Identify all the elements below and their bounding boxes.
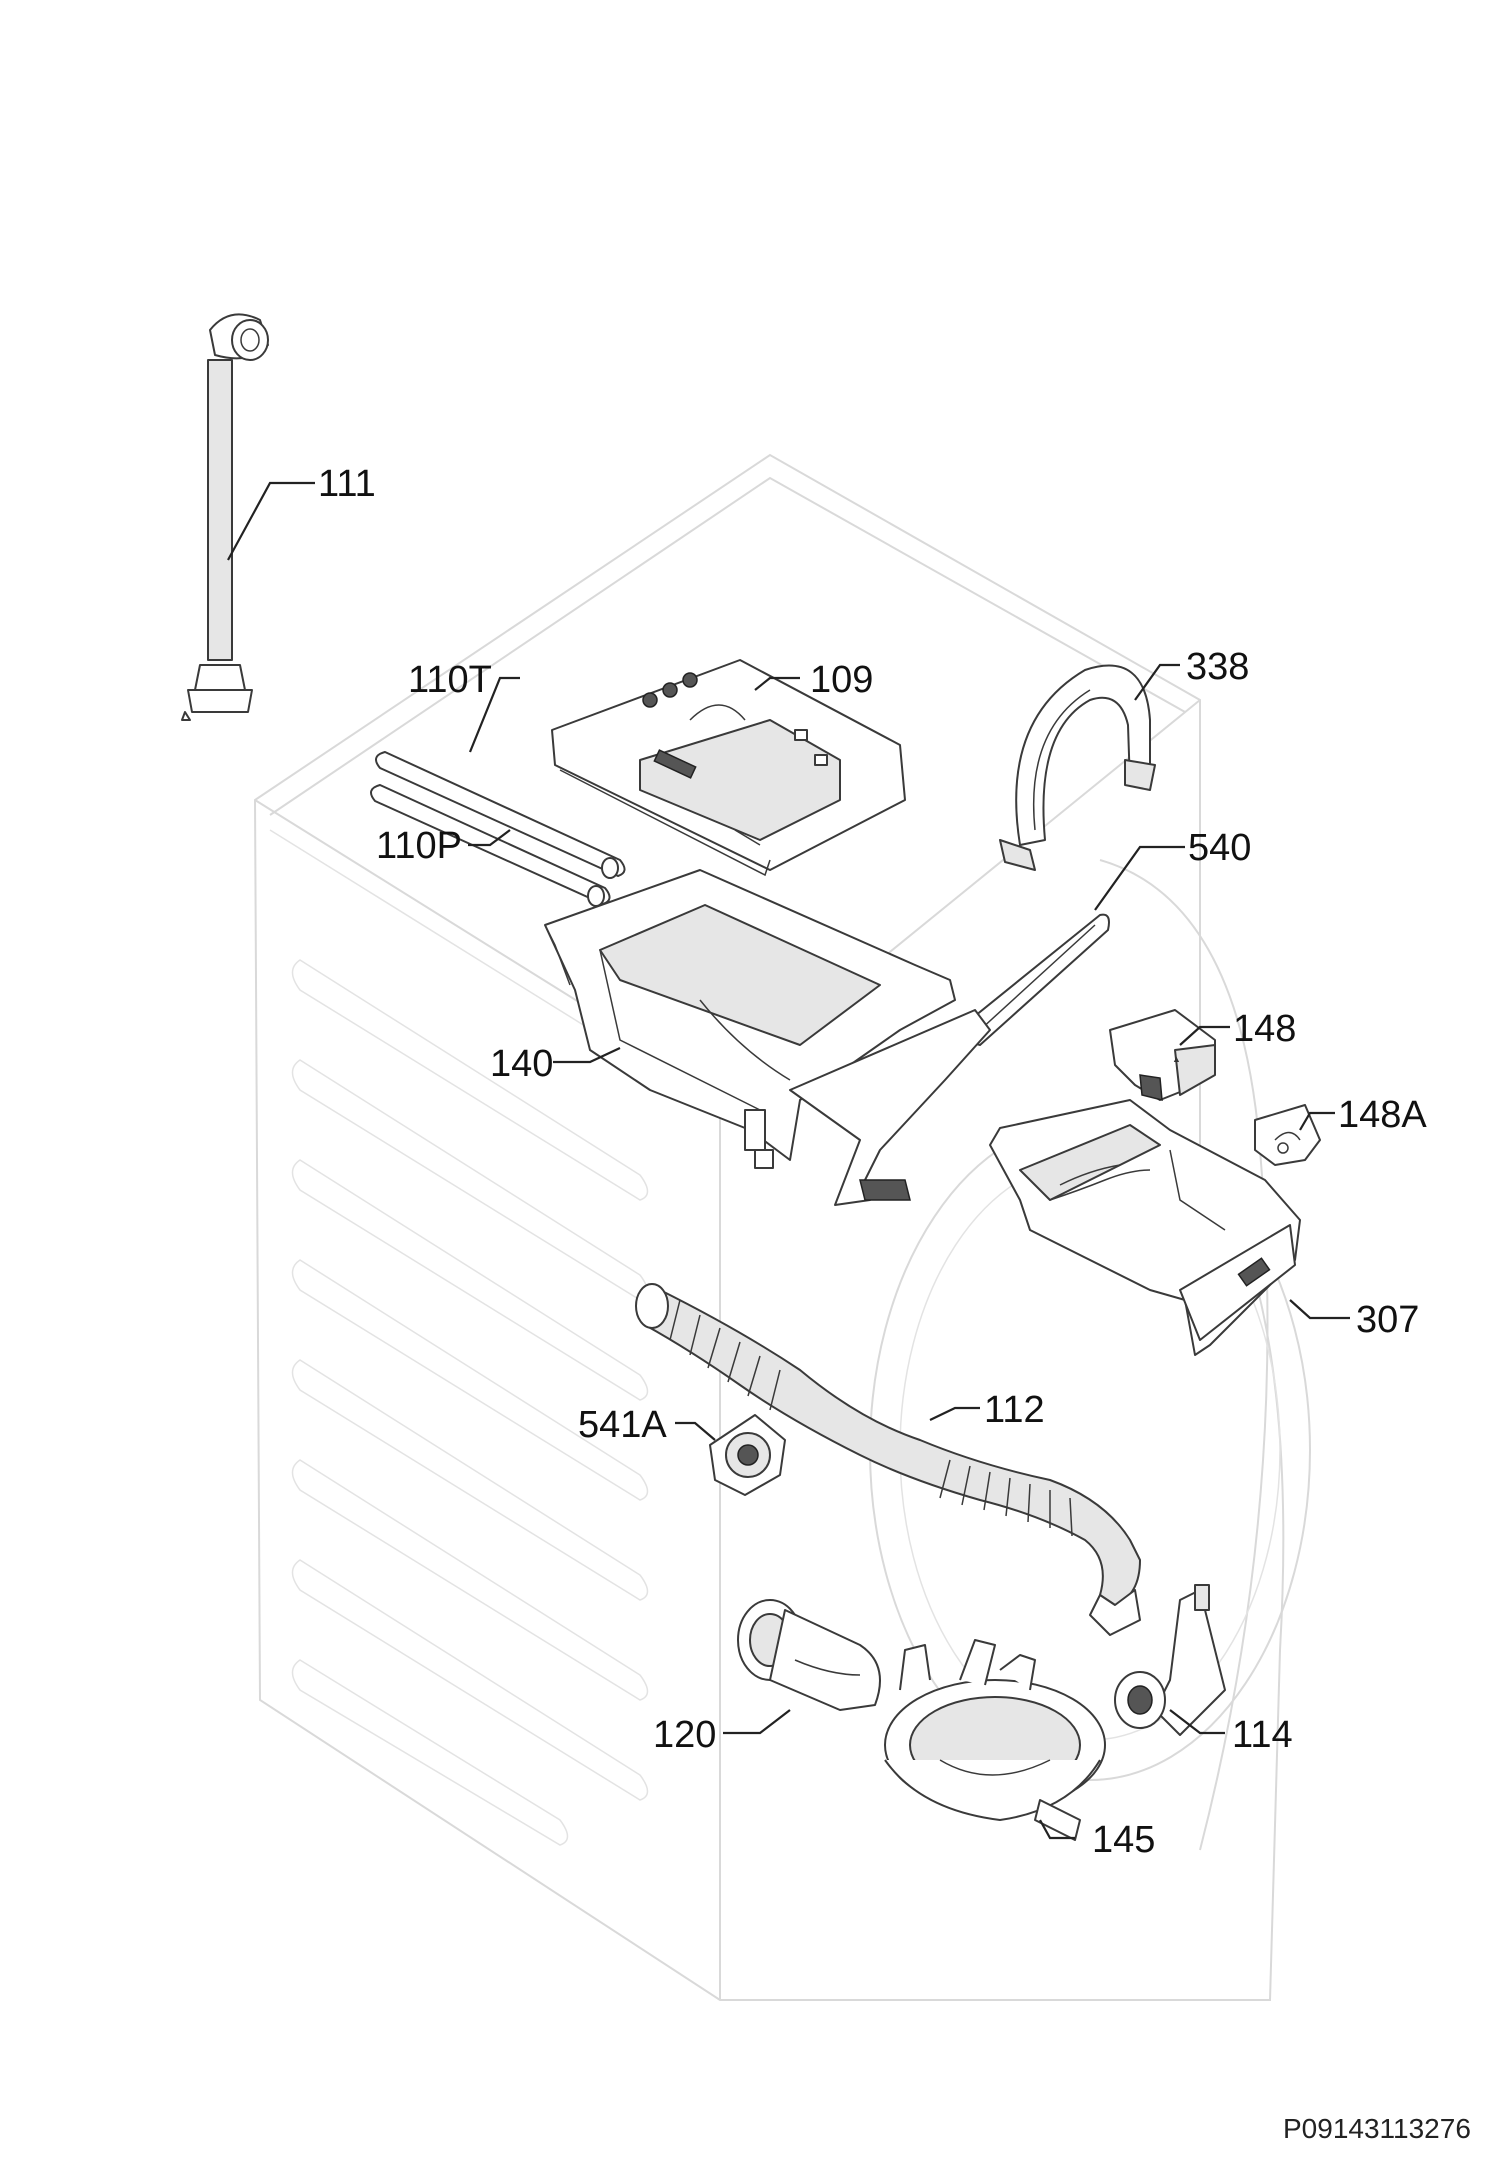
cabinet-vent-slots — [291, 959, 649, 1846]
part-540-gasket[interactable] — [965, 913, 1110, 1046]
callout-541A[interactable]: 541A — [578, 1404, 667, 1446]
part-140-dispenser-housing[interactable] — [544, 869, 991, 1206]
callout-540[interactable]: 540 — [1188, 827, 1251, 869]
callout-148A[interactable]: 148A — [1338, 1094, 1427, 1136]
svg-text:▲: ▲ — [1172, 1054, 1181, 1064]
document-id: P09143113276 — [1283, 2113, 1471, 2144]
part-120-pump-filter[interactable] — [737, 1599, 881, 1711]
callout-110T[interactable]: 110T — [408, 659, 492, 701]
part-114-hose-connector[interactable] — [1114, 1584, 1226, 1736]
callout-140[interactable]: 140 — [490, 1043, 553, 1085]
part-338-hose-bracket[interactable] — [999, 664, 1156, 871]
part-111-inlet-hose[interactable] — [181, 313, 269, 721]
callout-307[interactable]: 307 — [1356, 1299, 1419, 1341]
callout-110P[interactable]: 110P — [376, 825, 462, 867]
callout-labels: 111 110T 109 338 110P 540 140 148 148A 3… — [318, 463, 1427, 1861]
callout-148[interactable]: 148 — [1233, 1008, 1296, 1050]
callout-112[interactable]: 112 — [984, 1389, 1045, 1431]
part-148A-plate[interactable] — [1254, 1104, 1321, 1166]
part-307-detergent-drawer[interactable] — [989, 1099, 1301, 1356]
callout-120[interactable]: 120 — [653, 1714, 716, 1756]
part-148-lid[interactable]: ▲ — [1109, 1009, 1216, 1101]
part-112-drain-hose[interactable] — [635, 1283, 1141, 1636]
part-145-pump-housing[interactable] — [884, 1639, 1106, 1841]
part-109-control-board[interactable] — [551, 659, 906, 877]
callout-109[interactable]: 109 — [810, 659, 873, 701]
callout-338[interactable]: 338 — [1186, 646, 1249, 688]
part-541A-filter-cap[interactable] — [709, 1414, 786, 1496]
callout-111[interactable]: 111 — [318, 463, 376, 505]
callout-145[interactable]: 145 — [1092, 1819, 1155, 1861]
callout-114[interactable]: 114 — [1232, 1714, 1293, 1756]
leader-lines — [227, 481, 1350, 1840]
